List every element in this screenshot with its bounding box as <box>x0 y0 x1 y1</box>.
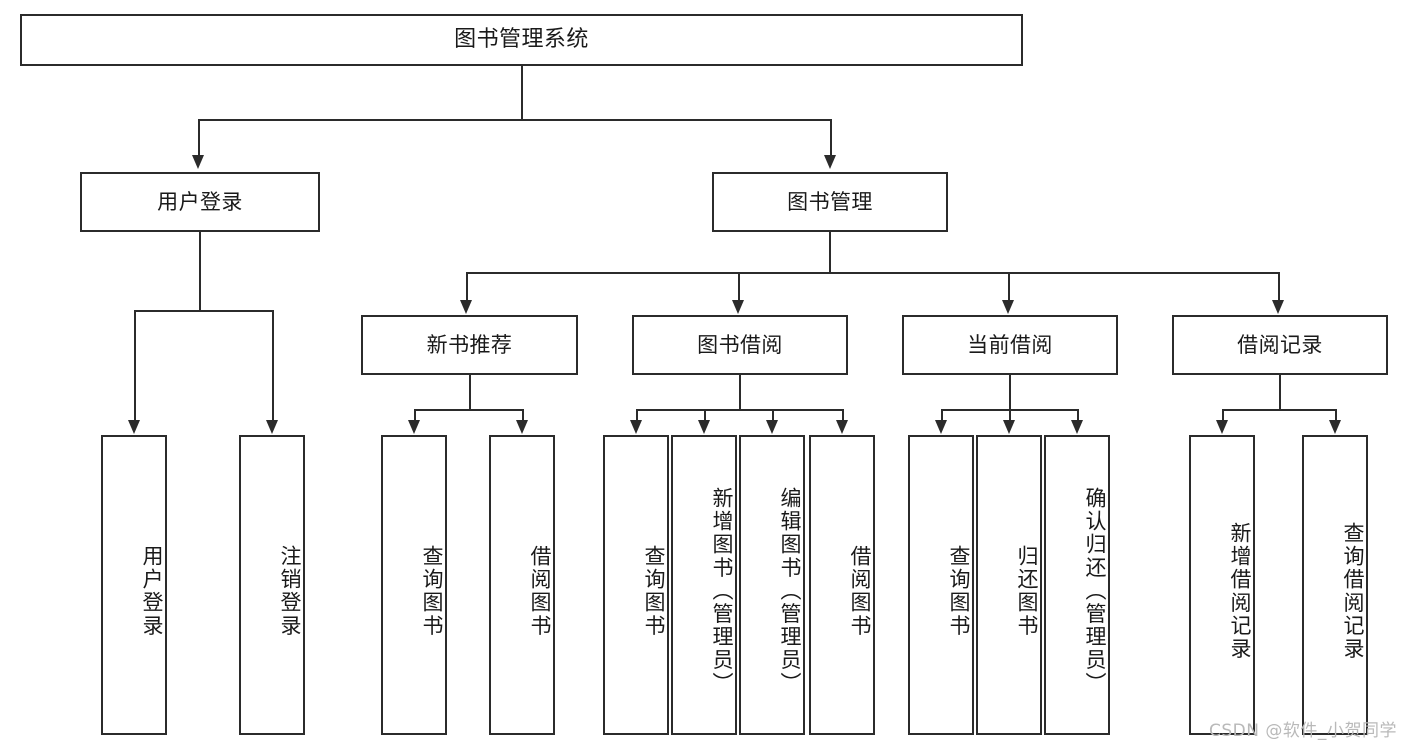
connector-user-login-to-leaf-2 <box>272 310 275 422</box>
arrow-bm-to-book-borrow <box>731 300 744 314</box>
node-book-management[interactable]: 图书管理 <box>712 172 948 232</box>
connector-cb-to-leaf-2 <box>1009 409 1012 422</box>
connector-bb-to-leaf-1 <box>636 409 639 422</box>
connector-user-login-stem <box>198 232 202 310</box>
arrow-br-to-leaf-2 <box>1328 420 1341 434</box>
connector-cb-to-leaf-1 <box>941 409 944 422</box>
connector-bb-to-leaf-2 <box>704 409 707 422</box>
leaf-borrow-book[interactable]: 借阅图书 <box>809 435 875 735</box>
connector-br-to-leaf-1 <box>1222 409 1225 422</box>
node-book-borrow[interactable]: 图书借阅 <box>632 315 848 375</box>
leaf-query-borrow-record[interactable]: 查询借阅记录 <box>1302 435 1368 735</box>
connector-root-to-book-management <box>830 119 833 157</box>
connector-user-login-bus <box>134 310 274 313</box>
leaf-query-book-borrow[interactable]: 查询图书 <box>603 435 669 735</box>
connector-cb-to-leaf-3 <box>1077 409 1080 422</box>
connector-root-to-user-login <box>198 119 201 157</box>
node-current-borrow[interactable]: 当前借阅 <box>902 315 1118 375</box>
leaf-borrow-book-new[interactable]: 借阅图书 <box>489 435 555 735</box>
connector-user-login-to-leaf-1 <box>134 310 137 422</box>
arrow-bm-to-current-borrow <box>1001 300 1014 314</box>
arrow-root-to-book-management <box>823 155 836 169</box>
arrow-root-to-user-login <box>191 155 204 169</box>
leaf-user-login[interactable]: 用户登录 <box>101 435 167 735</box>
node-root-book-management-system[interactable]: 图书管理系统 <box>20 14 1023 66</box>
arrow-bb-to-leaf-3 <box>765 420 778 434</box>
connector-root-stem <box>520 66 524 119</box>
connector-borrow-record-stem <box>1278 375 1282 409</box>
connector-new-book-bus <box>414 409 524 412</box>
connector-current-borrow-stem <box>1008 375 1012 409</box>
arrow-bb-to-leaf-1 <box>629 420 642 434</box>
leaf-add-book-admin[interactable]: 新增图书（管理员） <box>671 435 737 735</box>
arrow-bm-to-borrow-record <box>1271 300 1284 314</box>
leaf-return-book[interactable]: 归还图书 <box>976 435 1042 735</box>
connector-borrow-record-bus <box>1222 409 1337 412</box>
connector-bm-to-current-borrow <box>1008 272 1011 302</box>
connector-new-book-stem <box>468 375 472 409</box>
connector-new-book-to-leaf-1 <box>414 409 417 422</box>
arrow-cb-to-leaf-1 <box>934 420 947 434</box>
connector-book-management-bus <box>466 272 1280 275</box>
leaf-query-book-new[interactable]: 查询图书 <box>381 435 447 735</box>
connector-bb-to-leaf-4 <box>842 409 845 422</box>
node-new-book-recommend[interactable]: 新书推荐 <box>361 315 578 375</box>
connector-bm-to-new-book <box>466 272 469 302</box>
connector-root-bus <box>198 119 832 122</box>
connector-book-borrow-bus <box>636 409 844 412</box>
connector-bm-to-borrow-record <box>1278 272 1281 302</box>
leaf-logout[interactable]: 注销登录 <box>239 435 305 735</box>
node-borrow-record[interactable]: 借阅记录 <box>1172 315 1388 375</box>
arrow-cb-to-leaf-3 <box>1070 420 1083 434</box>
connector-book-borrow-stem <box>738 375 742 409</box>
arrow-bb-to-leaf-4 <box>835 420 848 434</box>
connector-bm-to-book-borrow <box>738 272 741 302</box>
arrow-user-login-to-leaf-2 <box>265 420 278 434</box>
connector-book-management-stem <box>828 232 832 272</box>
leaf-confirm-return-admin[interactable]: 确认归还（管理员） <box>1044 435 1110 735</box>
arrow-bm-to-new-book <box>459 300 472 314</box>
arrow-new-book-to-leaf-2 <box>515 420 528 434</box>
arrow-user-login-to-leaf-1 <box>127 420 140 434</box>
connector-bb-to-leaf-3 <box>772 409 775 422</box>
connector-br-to-leaf-2 <box>1335 409 1338 422</box>
leaf-add-borrow-record[interactable]: 新增借阅记录 <box>1189 435 1255 735</box>
arrow-br-to-leaf-1 <box>1215 420 1228 434</box>
arrow-bb-to-leaf-2 <box>697 420 710 434</box>
leaf-edit-book-admin[interactable]: 编辑图书（管理员） <box>739 435 805 735</box>
node-user-login[interactable]: 用户登录 <box>80 172 320 232</box>
arrow-cb-to-leaf-2 <box>1002 420 1015 434</box>
leaf-query-book-current[interactable]: 查询图书 <box>908 435 974 735</box>
connector-new-book-to-leaf-2 <box>522 409 525 422</box>
arrow-new-book-to-leaf-1 <box>407 420 420 434</box>
